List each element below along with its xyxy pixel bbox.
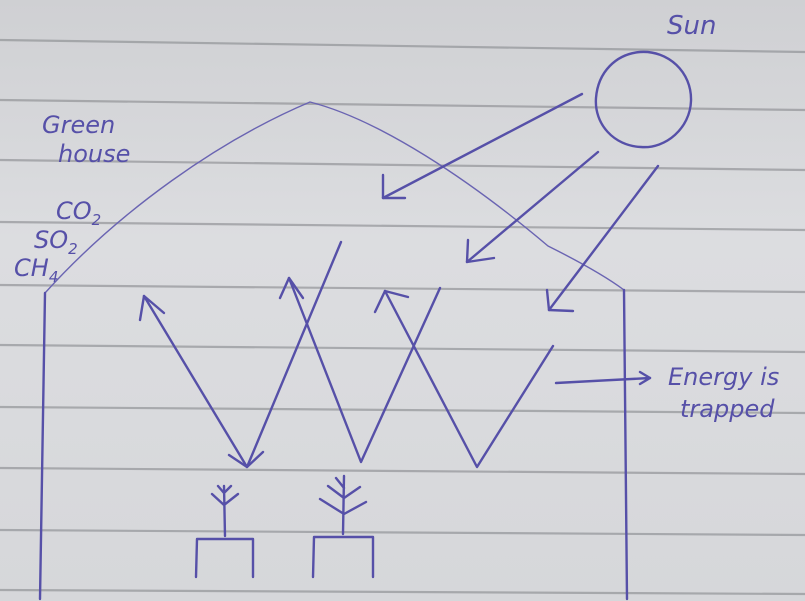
reflection-arrowhead-3 (278, 276, 305, 300)
reflection-zigzag-1 (142, 240, 343, 469)
sun-ray-arrow-1-head (381, 173, 407, 200)
reflection-zigzag-3 (383, 289, 555, 469)
incoming-sunlight-arrows (381, 92, 660, 313)
pot-right (311, 535, 375, 579)
sun-circle-icon (594, 50, 693, 149)
sun-label: Sun (667, 11, 717, 41)
rule-lines (0, 38, 805, 596)
energy-label-line1: Energy is (668, 363, 780, 391)
reflection-arrowhead-4 (373, 289, 410, 314)
plant-sprout-icon (318, 474, 368, 536)
greenhouse-left-wall (38, 291, 47, 601)
reflection-arrowhead-2 (227, 450, 265, 469)
reflection-zigzag-2 (287, 276, 442, 464)
energy-pointer-arrow (554, 370, 652, 386)
sun-ray-arrow-2-head (465, 238, 496, 264)
greenhouse-label-line1: Green (42, 111, 116, 139)
sun-ray-arrow-3-head (545, 288, 575, 313)
energy-label-line2: trapped (680, 395, 775, 423)
plant-right (311, 474, 375, 579)
gas-label-so2: SO2 (34, 226, 78, 258)
pot-left (194, 537, 255, 579)
greenhouse-label-line2: house (58, 140, 131, 168)
sun-ray-arrow-1 (381, 92, 584, 200)
reflection-arrowhead-1 (138, 294, 166, 322)
plant-sprout-icon (210, 484, 240, 538)
greenhouse-right-wall (622, 288, 629, 601)
plant-left (194, 484, 255, 579)
gas-label-ch4: CH4 (14, 254, 59, 286)
greenhouse-roof (44, 101, 625, 294)
trapped-radiation-arrows (138, 240, 555, 469)
gas-label-co2: CO2 (56, 197, 102, 229)
sun-ray-arrow-2 (465, 150, 600, 264)
sun-ray-arrow-3 (547, 164, 660, 312)
